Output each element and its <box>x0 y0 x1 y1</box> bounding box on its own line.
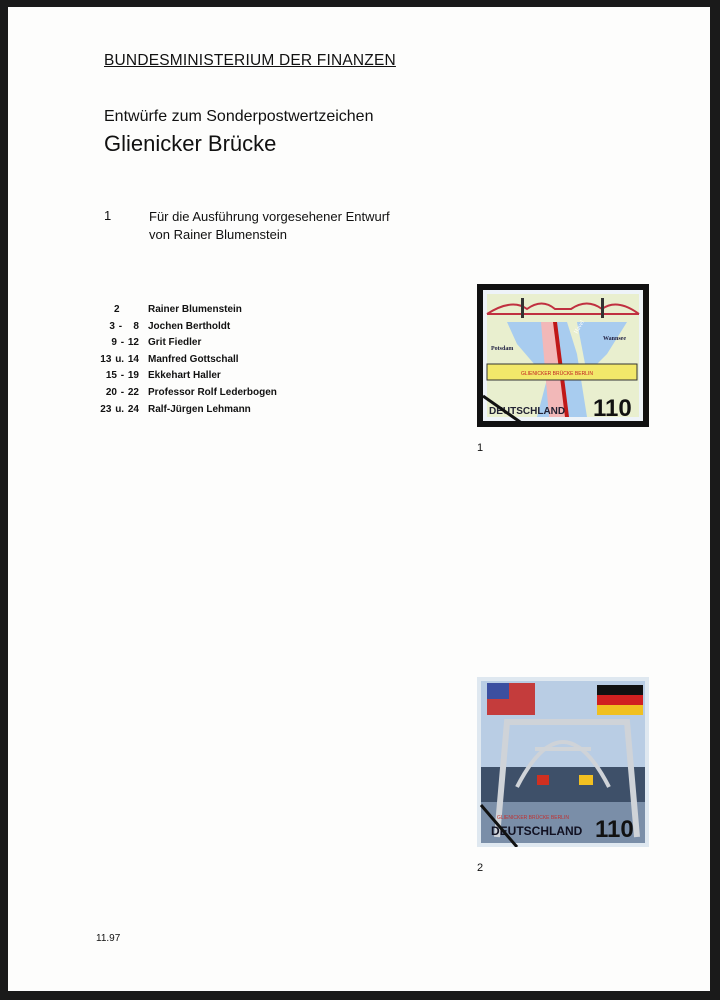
designer-name: Rainer Blumenstein <box>148 304 242 315</box>
design-numbers: 2 <box>114 304 120 315</box>
designer-name: Professor Rolf Lederbogen <box>148 386 277 398</box>
designer-name: Ralf-Jürgen Lehmann <box>148 403 251 415</box>
stamp-country: DEUTSCHLAND <box>491 824 583 838</box>
stamp-caption-2: 2 <box>477 862 484 874</box>
list-item: 13 u. 14 Manfred Gottschall <box>100 352 277 369</box>
ministry-header: BUNDESMINISTERIUM DER FINANZEN <box>104 52 396 69</box>
designer-name: Manfred Gottschall <box>148 353 239 365</box>
design-numbers: 20 - 22 <box>105 386 139 398</box>
selected-design-description: Für die Ausführung vorgesehener Entwurf … <box>149 208 390 244</box>
document-page: BUNDESMINISTERIUM DER FINANZEN Entwürfe … <box>8 7 710 991</box>
stamp-banner: GLIENICKER BRÜCKE BERLIN <box>497 814 569 821</box>
description-line: von Rainer Blumenstein <box>149 227 288 242</box>
description-line: Für die Ausführung vorgesehener Entwurf <box>149 209 390 224</box>
list-item: 2 Rainer Blumenstein <box>100 302 277 319</box>
design-numbers: 23 u. 24 <box>100 403 139 415</box>
selected-design-number: 1 <box>104 208 112 223</box>
list-item: 23 u. 24 Ralf-Jürgen Lehmann <box>100 402 277 419</box>
subtitle: Entwürfe zum Sonderpostwertzeichen <box>104 108 374 125</box>
list-item: 20 - 22 Professor Rolf Lederbogen <box>100 385 277 402</box>
list-item: 3 - 8 Jochen Bertholdt <box>100 319 277 336</box>
design-numbers: 3 - 8 <box>109 320 139 332</box>
designer-name: Grit Fiedler <box>148 337 202 349</box>
stamp-label-potsdam: Potsdam <box>491 346 513 352</box>
page-title: Glienicker Brücke <box>104 131 277 156</box>
stamp-value: 110 <box>595 816 634 843</box>
design-numbers: 13 u. 14 <box>100 353 139 365</box>
footer-date: 11.97 <box>96 933 121 944</box>
stamp-1-artwork: Potsdam Havel Wannsee GLIENICKER BRÜCKE … <box>482 290 643 426</box>
stamp-caption-1: 1 <box>477 442 484 454</box>
design-numbers: 9 - 12 <box>111 337 139 349</box>
stamp-2-artwork: GLIENICKER BRÜCKE BERLIN DEUTSCHLAND 110 <box>479 681 645 847</box>
stamp-country: DEUTSCHLAND <box>489 406 565 417</box>
stamp-label-wannsee: Wannsee <box>603 336 626 342</box>
stamp-value: 110 <box>593 395 632 422</box>
designer-name: Ekkehart Haller <box>148 370 221 382</box>
stamp-design-1: Potsdam Havel Wannsee GLIENICKER BRÜCKE … <box>477 284 649 427</box>
designer-name: Jochen Bertholdt <box>148 320 231 332</box>
designer-list: 2 Rainer Blumenstein 3 - 8 Jochen Berthold… <box>100 302 277 418</box>
list-item: 15 - 19 Ekkehart Haller <box>100 368 277 385</box>
stamp-banner: GLIENICKER BRÜCKE BERLIN <box>521 370 593 377</box>
stamp-design-2: GLIENICKER BRÜCKE BERLIN DEUTSCHLAND 110 <box>477 677 649 847</box>
design-numbers: 15 - 19 <box>105 370 139 382</box>
list-item: 9 - 12 Grit Fiedler <box>100 335 277 352</box>
